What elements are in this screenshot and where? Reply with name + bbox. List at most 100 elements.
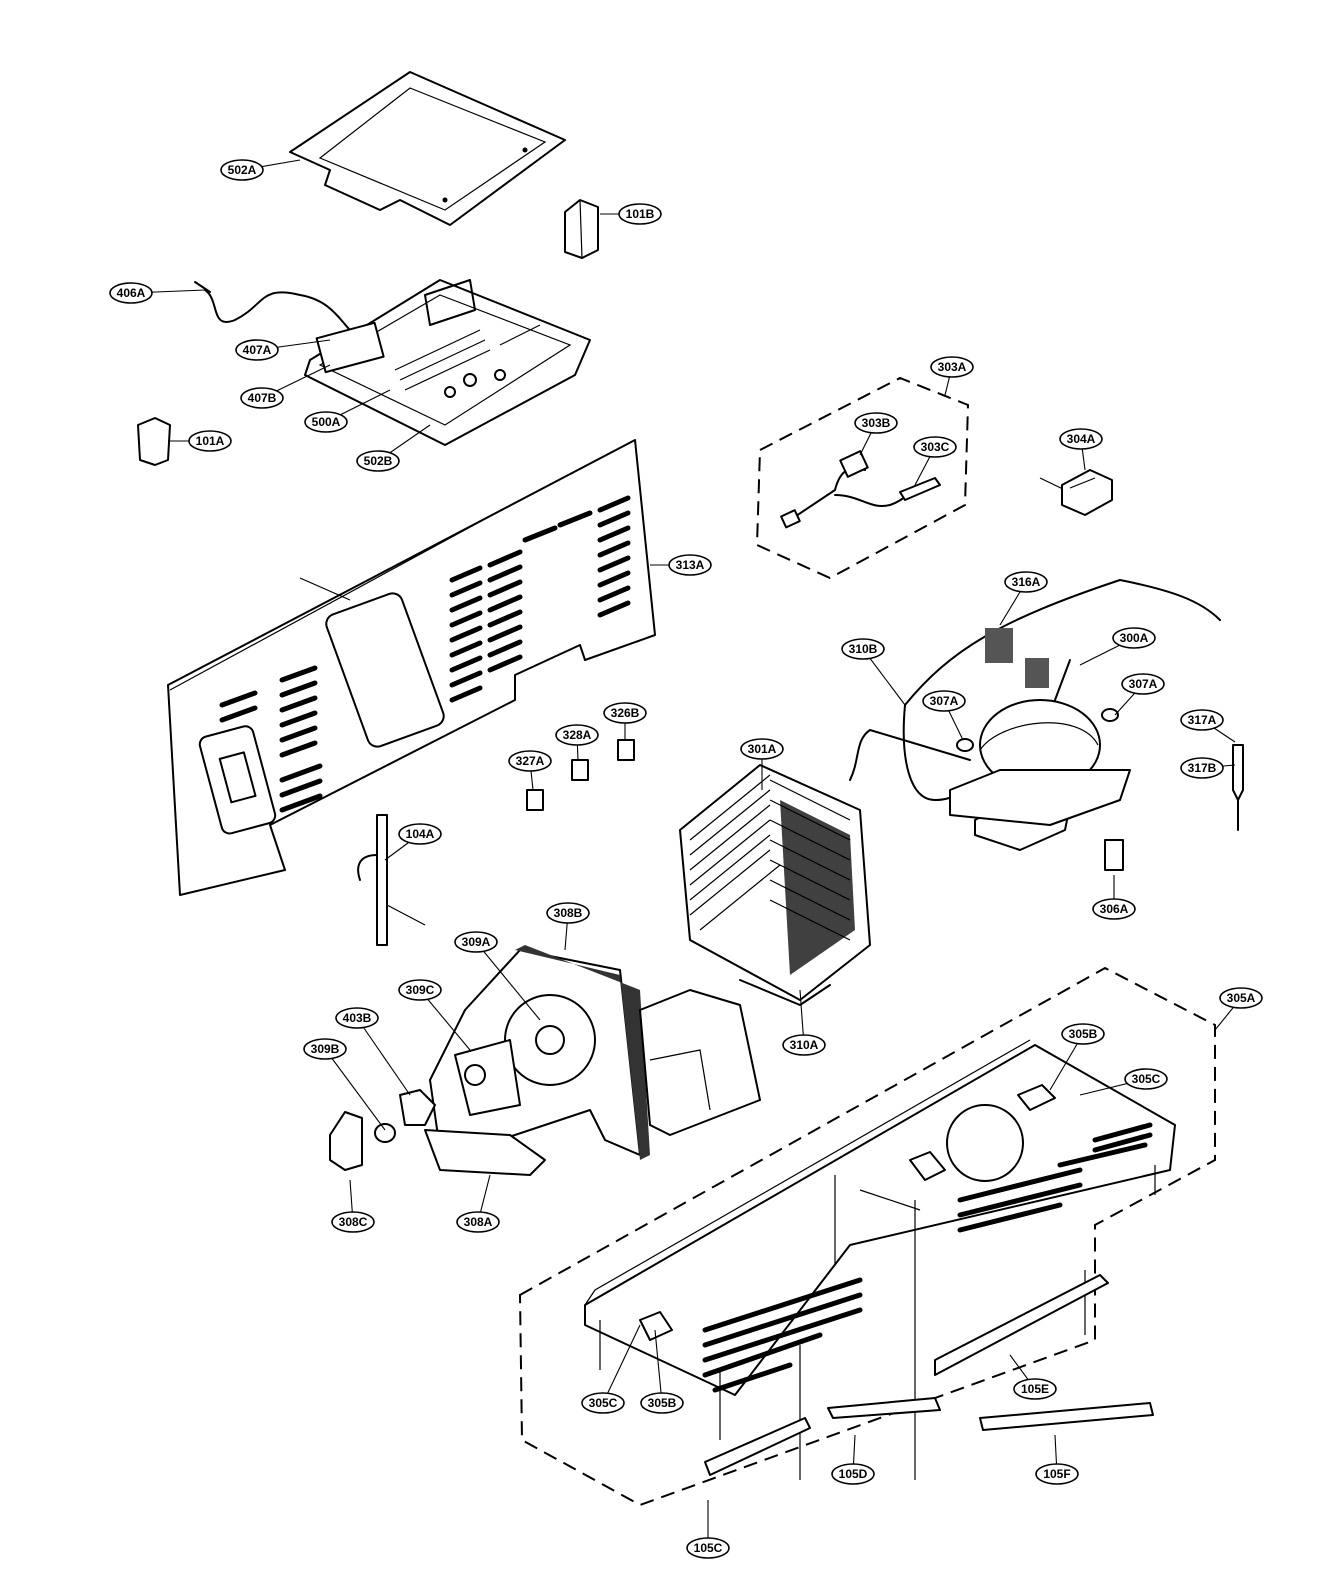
part-301a-condenser bbox=[679, 729, 971, 1001]
part-number-text: 105F bbox=[1043, 1467, 1070, 1481]
label-bubble bbox=[668, 554, 712, 576]
label-leader-line bbox=[475, 941, 541, 1021]
part-label: 303C bbox=[913, 436, 957, 486]
label-bubble bbox=[508, 750, 552, 772]
label-bubble bbox=[913, 436, 957, 458]
part-label: 316A bbox=[999, 571, 1048, 626]
part-label: 305B bbox=[1049, 1023, 1105, 1091]
part-label: 326B bbox=[603, 702, 647, 740]
part-fan-assembly bbox=[329, 945, 761, 1176]
part-number-text: 308B bbox=[554, 906, 583, 920]
part-label: 502B bbox=[356, 424, 431, 472]
label-bubble bbox=[331, 1211, 375, 1233]
part-number-text: 300A bbox=[1120, 631, 1149, 645]
label-bubble bbox=[303, 1038, 347, 1060]
label-bubble bbox=[686, 1537, 730, 1559]
part-label: 101A bbox=[168, 430, 232, 452]
part-number-text: 304A bbox=[1067, 432, 1096, 446]
part-spacers bbox=[526, 739, 635, 811]
part-label: 307A bbox=[1114, 673, 1165, 716]
part-label: 310A bbox=[782, 989, 826, 1056]
label-bubble bbox=[603, 702, 647, 724]
label-leader-line bbox=[602, 1324, 641, 1404]
part-number-text: 327A bbox=[516, 754, 545, 768]
label-bubble bbox=[1180, 757, 1224, 779]
label-bubble bbox=[356, 450, 400, 472]
label-bubble bbox=[109, 282, 153, 304]
part-number-text: 104A bbox=[406, 827, 435, 841]
part-label: 104A bbox=[384, 823, 442, 861]
part-number-text: 328A bbox=[563, 728, 592, 742]
label-bubble bbox=[335, 1007, 379, 1029]
part-number-text: 301A bbox=[748, 742, 777, 756]
label-bubble bbox=[220, 159, 264, 181]
part-label: 105D bbox=[831, 1434, 875, 1485]
label-leader-line bbox=[356, 1017, 411, 1096]
part-300a-compressor bbox=[902, 579, 1221, 871]
label-bubble bbox=[1092, 898, 1136, 920]
part-number-text: 310B bbox=[849, 642, 878, 656]
part-label: 305A bbox=[1214, 987, 1263, 1031]
part-label: 105F bbox=[1035, 1434, 1079, 1485]
label-bubble bbox=[1121, 673, 1165, 695]
part-number-text: 105C bbox=[694, 1541, 723, 1555]
label-bubble bbox=[930, 356, 974, 378]
part-label: 101B bbox=[600, 203, 662, 225]
part-317-thermistor bbox=[1232, 744, 1244, 831]
part-104a-drain-tube bbox=[357, 814, 426, 946]
part-number-text: 305C bbox=[589, 1396, 618, 1410]
part-304a-relay bbox=[1039, 469, 1113, 516]
part-number-text: 105D bbox=[839, 1467, 868, 1481]
part-310a-tray bbox=[739, 979, 831, 1006]
label-bubble bbox=[454, 931, 498, 953]
label-leader-line bbox=[654, 1329, 663, 1404]
part-label: 403B bbox=[335, 1007, 411, 1096]
part-101a-bracket bbox=[137, 417, 171, 466]
part-number-text: 101B bbox=[626, 207, 655, 221]
label-bubble bbox=[1112, 627, 1156, 649]
part-label: 307A bbox=[922, 690, 966, 741]
part-label: 306A bbox=[1092, 875, 1136, 920]
part-label: 301A bbox=[740, 738, 784, 790]
part-label: 309A bbox=[454, 931, 541, 1021]
part-number-text: 502A bbox=[228, 163, 257, 177]
label-bubble bbox=[398, 979, 442, 1001]
part-number-text: 303B bbox=[862, 416, 891, 430]
label-bubble bbox=[1013, 1378, 1057, 1400]
part-label: 308A bbox=[456, 1174, 500, 1233]
label-bubble bbox=[841, 638, 885, 660]
part-number-text: 305C bbox=[1132, 1072, 1161, 1086]
label-bubble bbox=[1059, 428, 1103, 450]
label-bubble bbox=[188, 430, 232, 452]
part-label: 105C bbox=[686, 1500, 730, 1559]
part-number-text: 309B bbox=[311, 1042, 340, 1056]
part-label: 308B bbox=[546, 902, 590, 951]
part-label: 317A bbox=[1180, 709, 1236, 743]
part-number-text: 407A bbox=[243, 343, 272, 357]
part-number-text: 305B bbox=[648, 1396, 677, 1410]
part-number-text: 305A bbox=[1227, 991, 1256, 1005]
part-number-text: 308C bbox=[339, 1215, 368, 1229]
part-label: 407B bbox=[240, 364, 331, 409]
label-bubble bbox=[640, 1392, 684, 1414]
part-number-text: 306A bbox=[1100, 902, 1129, 916]
part-number-text: 407B bbox=[248, 391, 277, 405]
part-label: 500A bbox=[304, 389, 391, 433]
part-number-text: 305B bbox=[1069, 1027, 1098, 1041]
part-number-text: 406A bbox=[117, 286, 146, 300]
part-label: 317B bbox=[1180, 757, 1236, 779]
part-number-text: 307A bbox=[930, 694, 959, 708]
part-305a-base-group bbox=[518, 966, 1216, 1507]
part-label: 309B bbox=[303, 1038, 386, 1131]
part-number-text: 502B bbox=[364, 454, 393, 468]
label-bubble bbox=[922, 690, 966, 712]
part-502a-cover-plate bbox=[289, 71, 566, 226]
part-label: 327A bbox=[508, 750, 552, 791]
part-label: 309C bbox=[398, 979, 471, 1051]
part-control-box bbox=[194, 279, 591, 446]
part-313a-back-panel bbox=[167, 439, 656, 896]
label-bubble bbox=[304, 411, 348, 433]
part-number-text: 101A bbox=[196, 434, 225, 448]
part-number-text: 317A bbox=[1188, 713, 1217, 727]
